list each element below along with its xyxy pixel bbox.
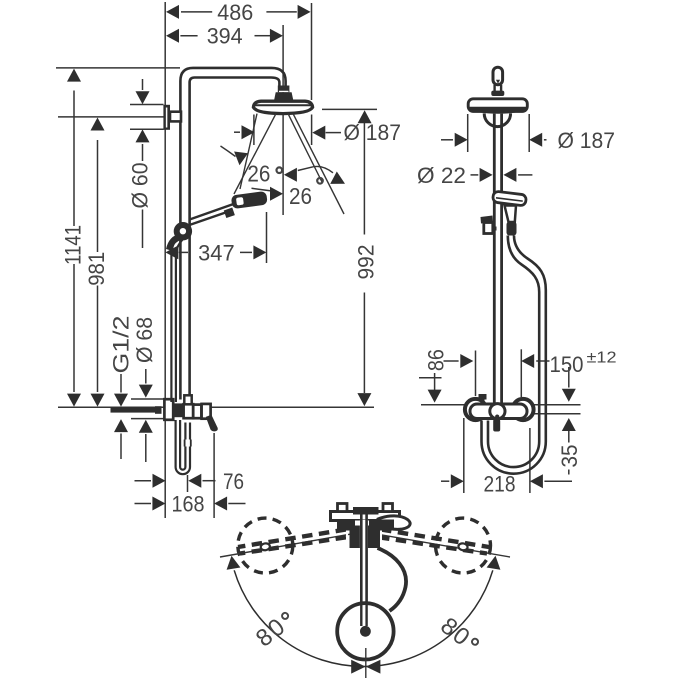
svg-text:Ø 68: Ø 68 xyxy=(132,317,157,363)
svg-text:Ø 187: Ø 187 xyxy=(344,120,402,145)
svg-text:Ø 60: Ø 60 xyxy=(128,163,153,209)
svg-text:218: 218 xyxy=(484,471,516,496)
svg-text:347: 347 xyxy=(198,240,235,265)
svg-text:26: 26 xyxy=(247,160,270,186)
svg-text:168: 168 xyxy=(172,491,205,516)
svg-text:Ø 22: Ø 22 xyxy=(417,163,466,188)
svg-text:±12: ±12 xyxy=(587,350,617,367)
svg-text:26: 26 xyxy=(289,183,312,209)
svg-text:992: 992 xyxy=(354,245,379,280)
svg-text:394: 394 xyxy=(207,24,243,49)
svg-text:Ø 187: Ø 187 xyxy=(558,128,616,153)
svg-text:1141: 1141 xyxy=(61,225,86,265)
svg-text:981: 981 xyxy=(84,252,109,286)
svg-text:76: 76 xyxy=(223,469,244,494)
svg-text:150: 150 xyxy=(550,352,584,377)
svg-text:35: 35 xyxy=(557,445,582,468)
svg-text:G1/2: G1/2 xyxy=(109,316,134,374)
svg-text:86: 86 xyxy=(424,349,449,371)
svg-text:486: 486 xyxy=(217,0,253,25)
